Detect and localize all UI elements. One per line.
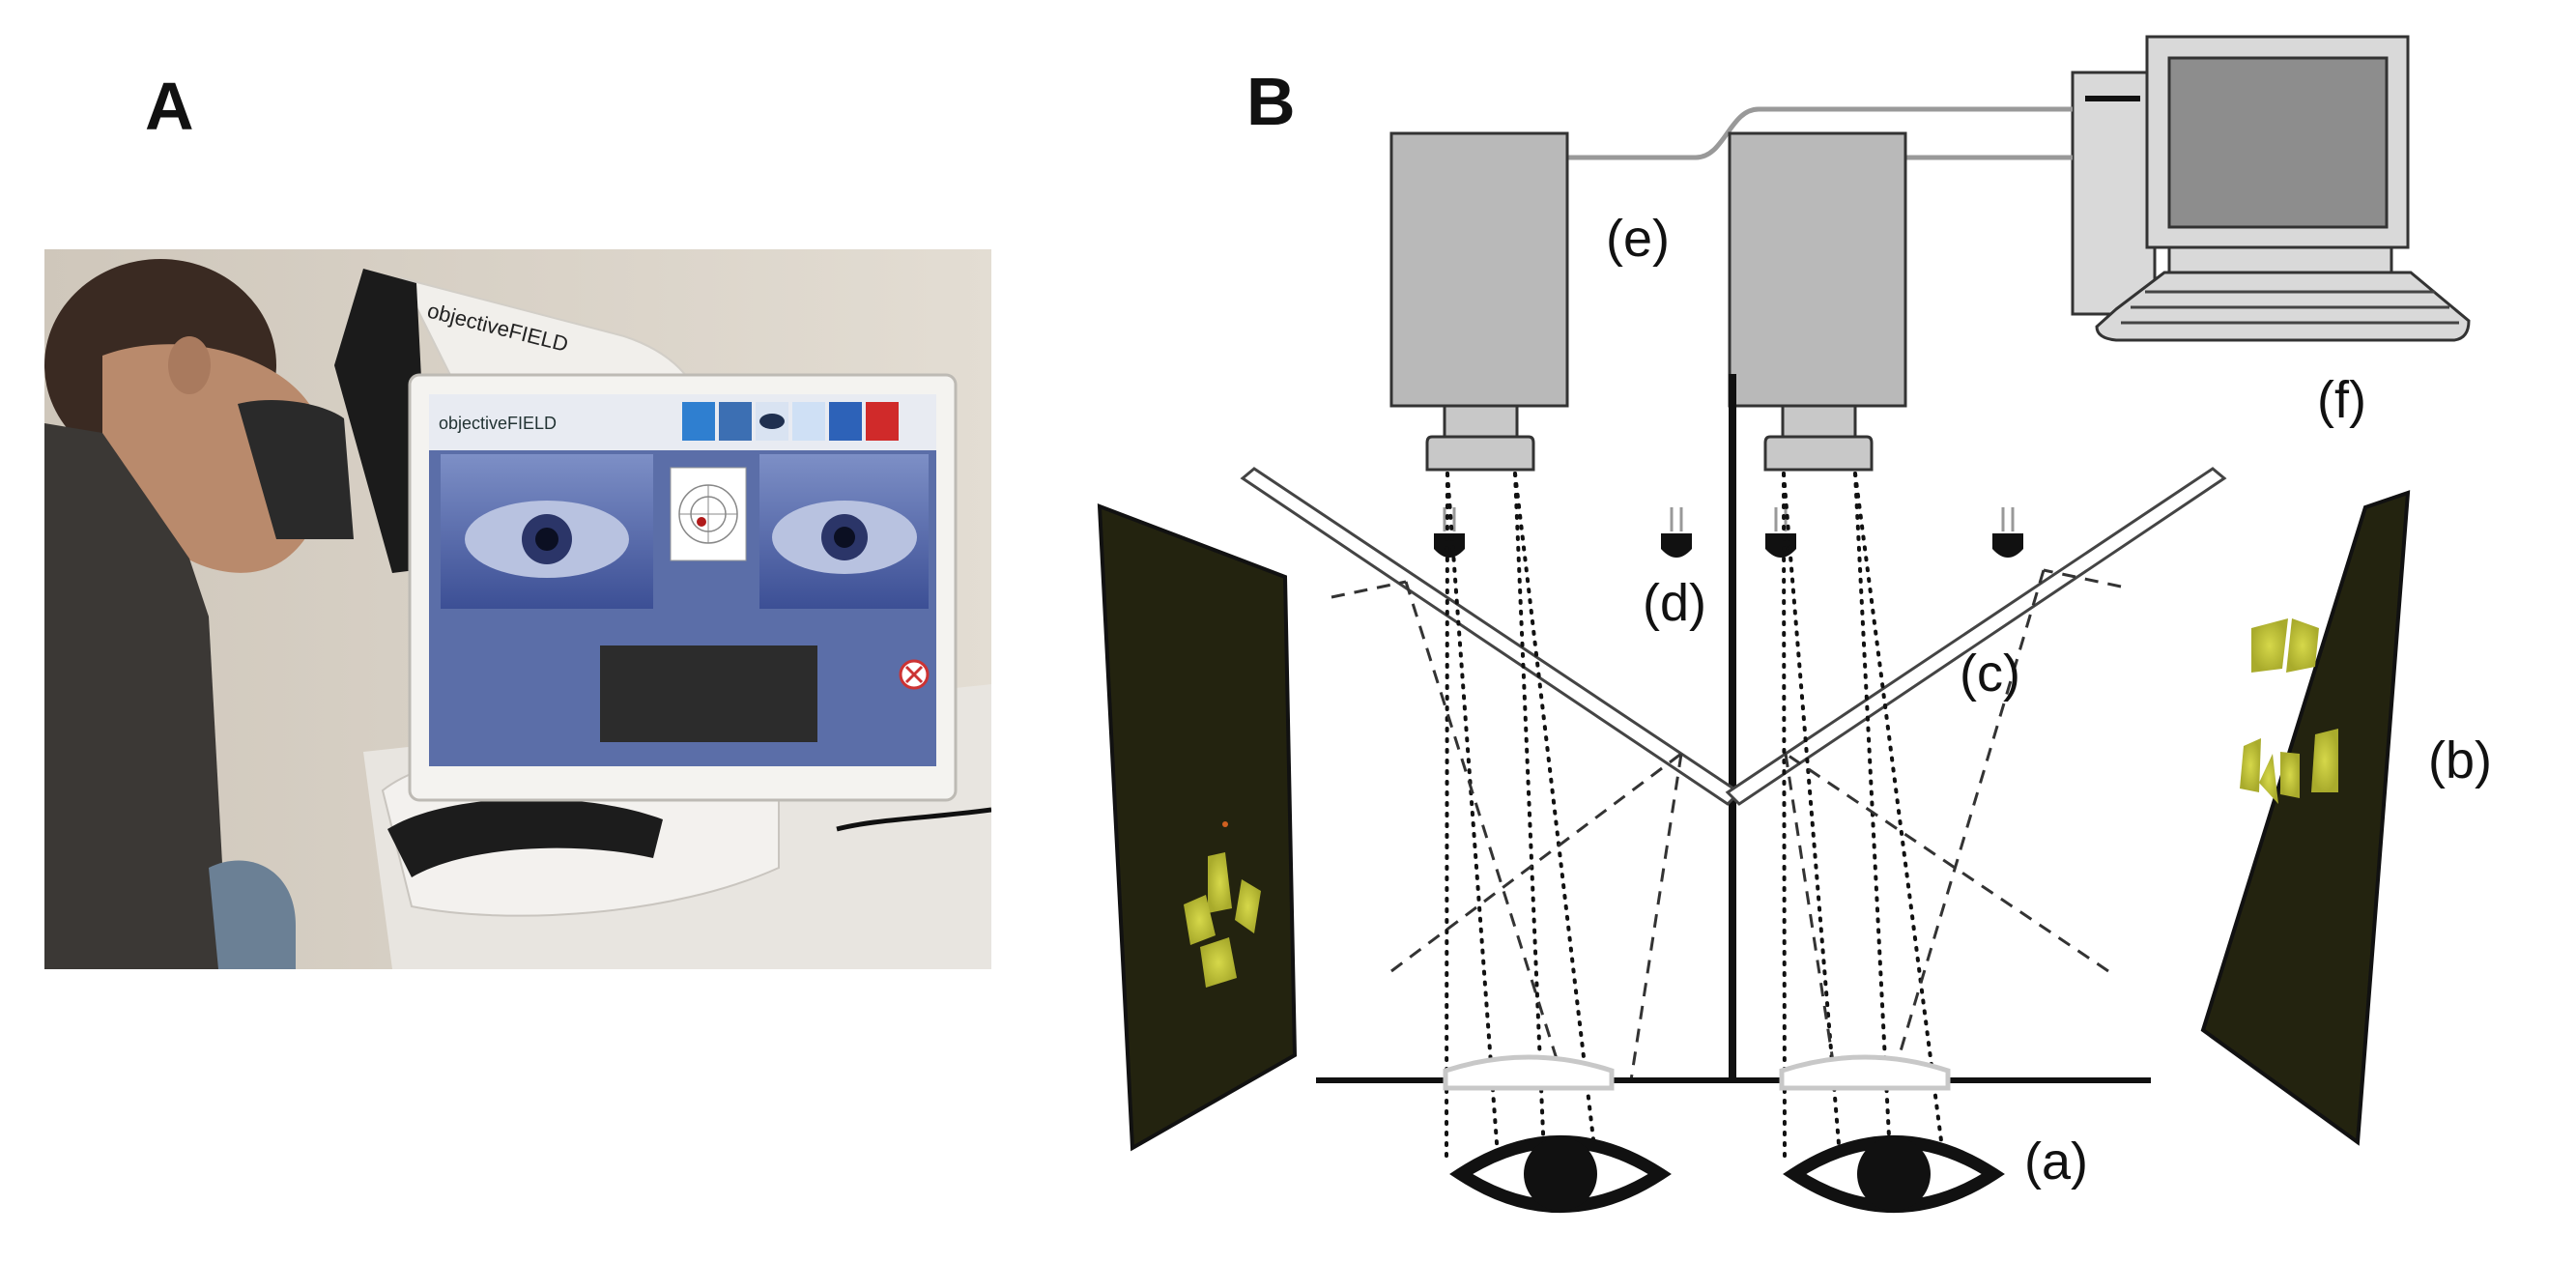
- screen-message-box: [600, 645, 817, 742]
- callout-a-eye-lens: (a): [2024, 1133, 2088, 1190]
- person-arm: [209, 860, 296, 969]
- mirror-left: [1240, 467, 1742, 806]
- stimulus-patch: [2311, 729, 2338, 792]
- toolbar-target-icon: [792, 402, 825, 441]
- mirror-right: [1725, 467, 2227, 806]
- callout-f-computer: (f): [2317, 371, 2366, 429]
- stimulus-patch: [1184, 895, 1216, 945]
- callout-e-camera: (e): [1606, 210, 1670, 268]
- toolbar-grid-icon: [719, 402, 752, 441]
- lens-left: [1443, 1054, 1615, 1091]
- toolbar-settings-icon: [829, 402, 862, 441]
- eye-right: [1783, 1135, 2005, 1213]
- stimulus-patch: [1235, 879, 1261, 933]
- stimulus-patch: [2259, 754, 2278, 804]
- toolbar-patient-icon: [682, 402, 715, 441]
- monitor-base-dark: [387, 798, 663, 877]
- power-cable: [836, 807, 991, 832]
- callout-d-mirror: (d): [1643, 574, 1706, 632]
- callout-c-mirror: (c): [1960, 645, 2020, 703]
- person-ear: [168, 336, 211, 394]
- callout-b-stimulus-screen: (b): [2428, 731, 2492, 789]
- panel-label-a: A: [145, 69, 194, 144]
- screen-toolbar: [682, 402, 899, 441]
- camera-left: [1389, 131, 1569, 472]
- toolbar-close-icon: [866, 402, 899, 441]
- device-photo: objectiveFIELD objectiveFIELD: [44, 249, 991, 969]
- stimulus-patch: [2286, 618, 2319, 673]
- lens-right: [1779, 1054, 1951, 1091]
- eye-left: [1449, 1135, 1672, 1213]
- camera-optical-paths: [1445, 472, 1945, 1158]
- stimulus-optical-paths: [1331, 568, 2122, 1081]
- stimulus-patch: [1200, 937, 1237, 988]
- camera-cable-left: [1567, 106, 2073, 160]
- person-sweater: [44, 423, 228, 969]
- led-2: [1661, 507, 1692, 558]
- led-4: [1992, 507, 2023, 558]
- stimulus-patch: [1208, 852, 1232, 913]
- computer-f: [2071, 35, 2471, 342]
- computer-screen: [2167, 56, 2389, 229]
- stimulus-patch: [2251, 618, 2288, 673]
- headset-eyecup: [238, 399, 354, 539]
- stimulus-patch: [2280, 752, 2300, 798]
- computer-tower: [2071, 71, 2157, 316]
- screen-title: objectiveFIELD: [439, 414, 557, 433]
- led-1: [1434, 507, 1465, 558]
- panel-label-b: B: [1246, 64, 1296, 139]
- camera-right: [1728, 131, 1907, 472]
- schematic-diagram: (a) (b) (c) (d) (e) (f): [1097, 35, 2492, 1213]
- stimulus-screen-left: [1097, 503, 1298, 1152]
- stimulus-patch: [2240, 738, 2261, 792]
- stimulus-screen-right: [2200, 490, 2411, 1146]
- goggles-front: [334, 269, 431, 573]
